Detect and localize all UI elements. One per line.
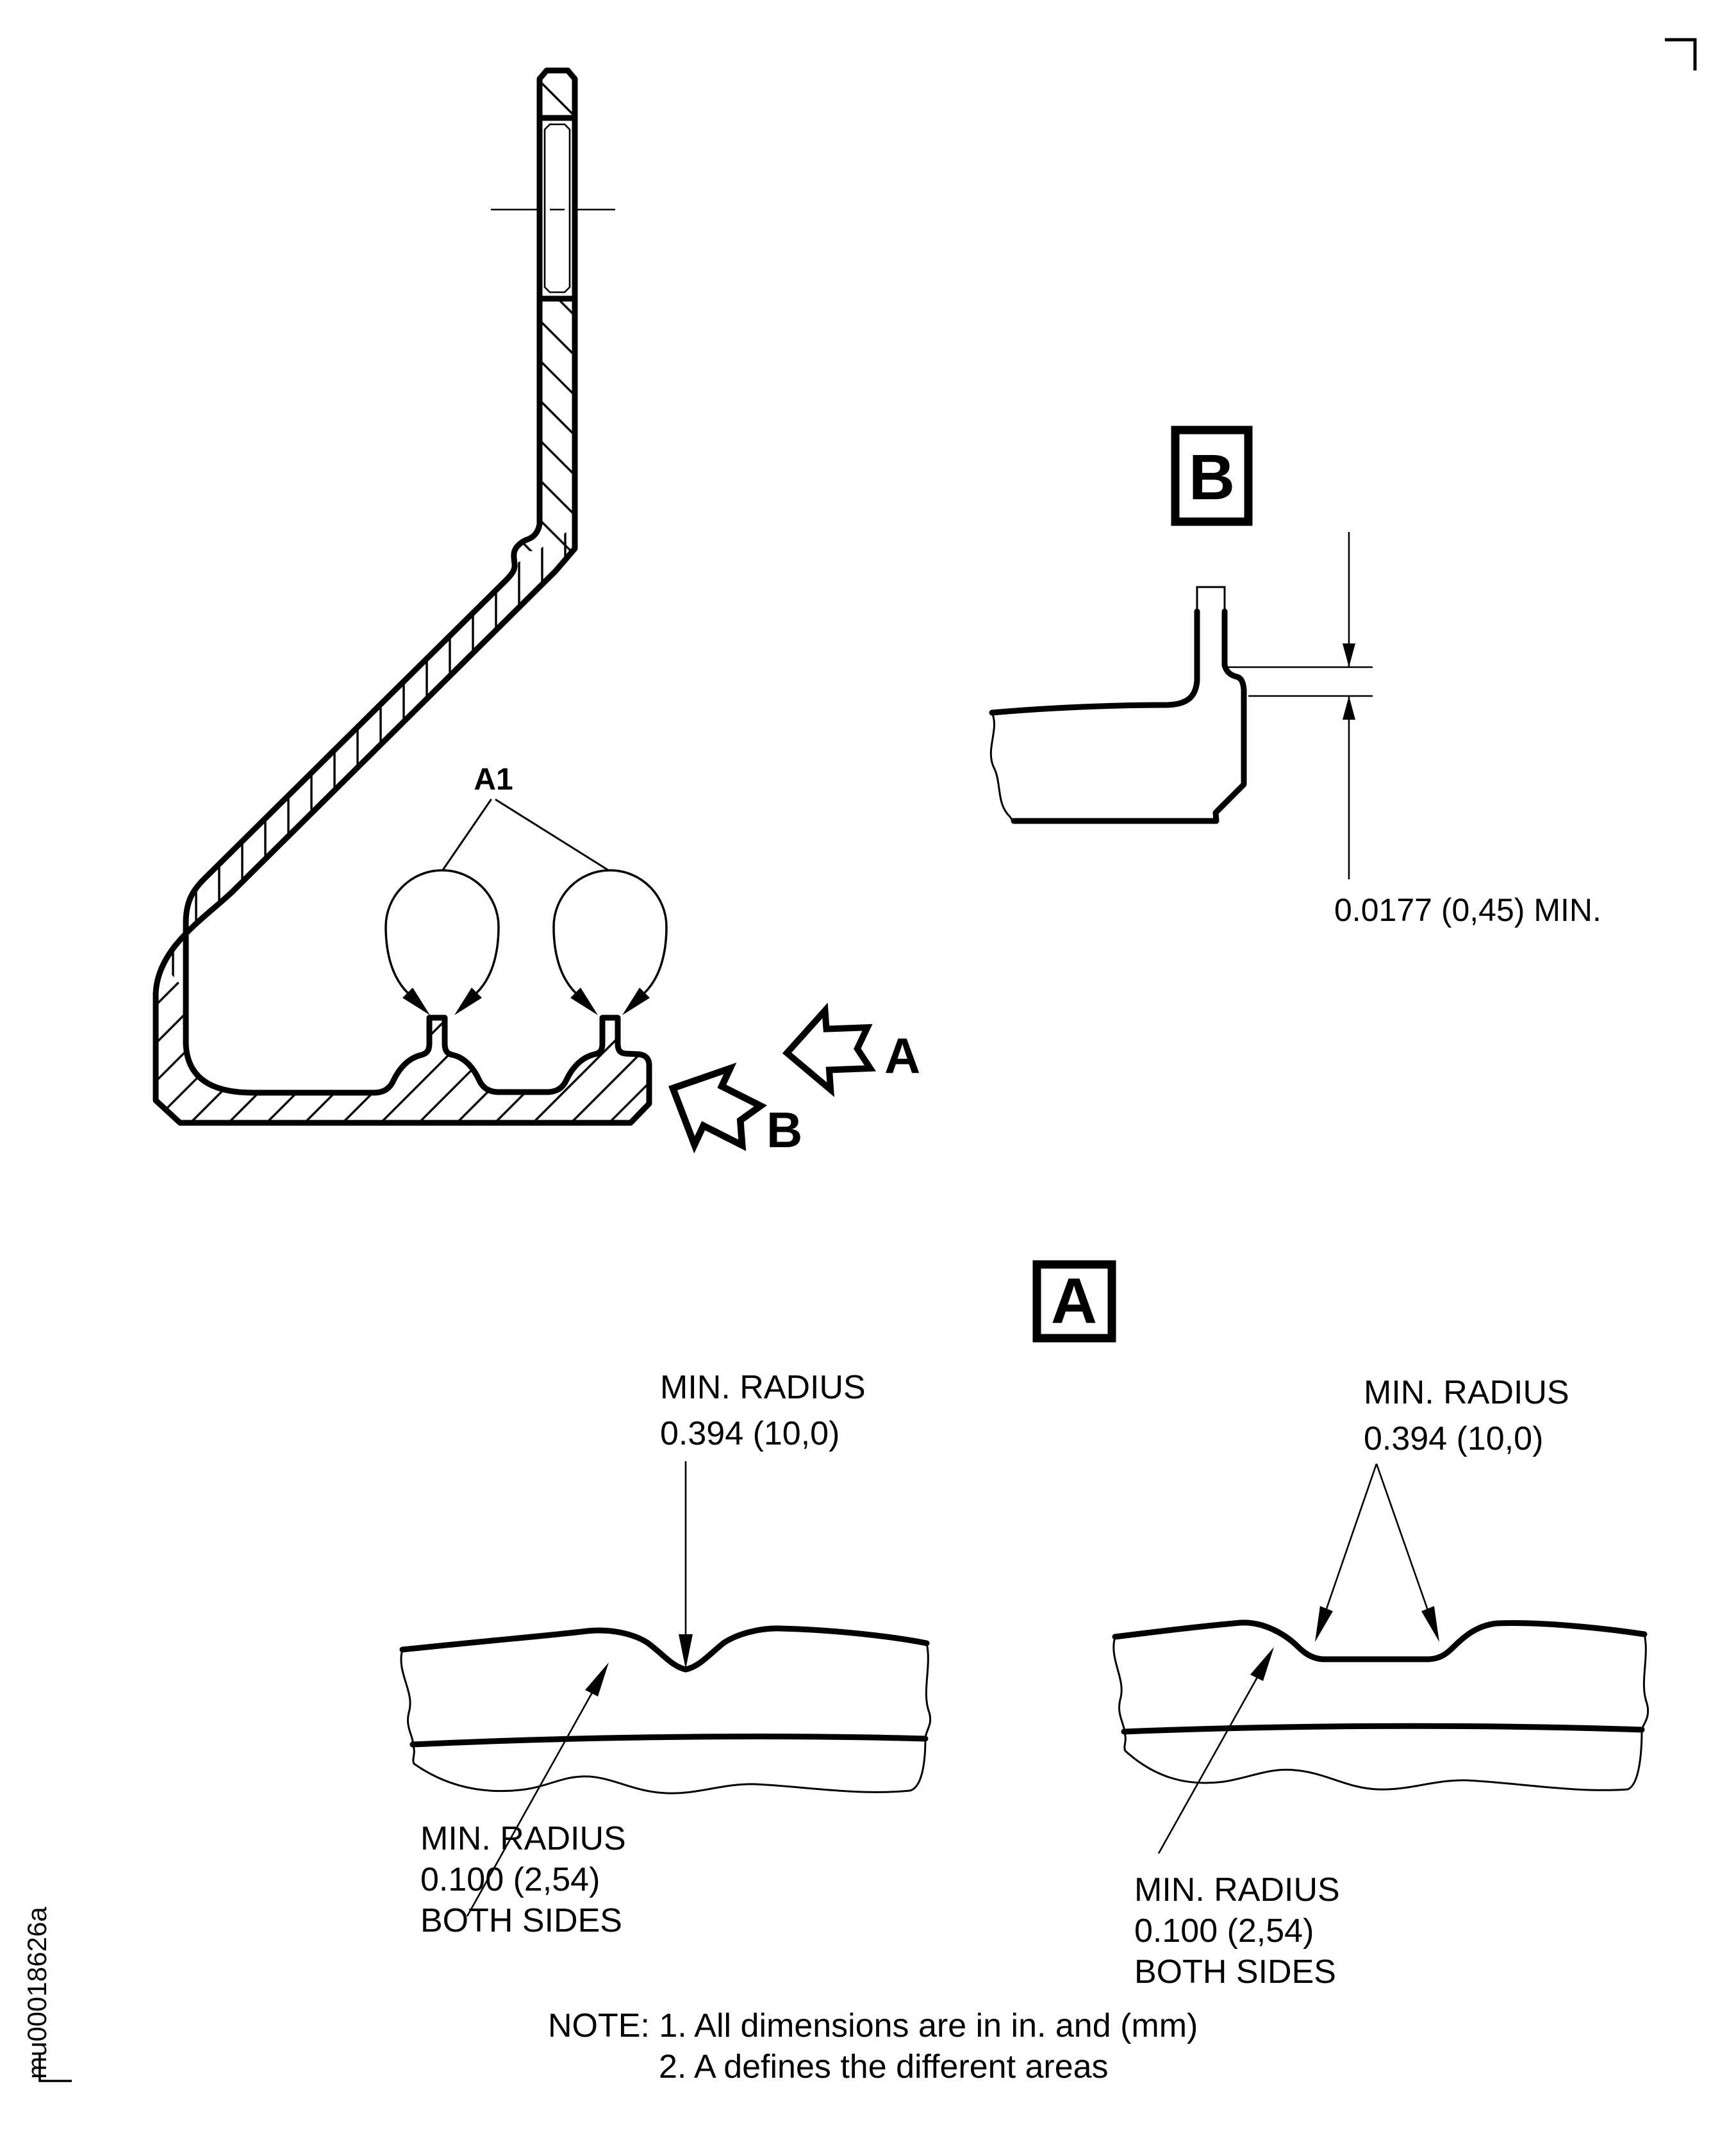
right-radius-arrowhead-right — [1421, 1606, 1439, 1642]
left-top-callout-line1: MIN. RADIUS — [660, 1369, 866, 1406]
view-arrow-a-shape — [782, 1002, 877, 1097]
a1-leader-lines — [442, 799, 609, 871]
a1-callout: A1 — [384, 763, 668, 1015]
view-arrow-b: B — [668, 1063, 802, 1158]
right-radius-arrowhead-up — [1250, 1647, 1274, 1681]
keyway-inner — [543, 123, 571, 294]
detail-b-rib-break — [1196, 586, 1226, 613]
right-bottom-callout-line3: BOTH SIDES — [1134, 1953, 1336, 1991]
left-radius-arrowhead-up — [585, 1662, 609, 1696]
right-bottom-callout-line1: MIN. RADIUS — [1134, 1871, 1340, 1909]
a1-balloon-arrowheads — [402, 988, 650, 1015]
detail-b-profile-left — [989, 608, 1200, 716]
detail-b-view: B 0.0177 (0,45) MIN. — [989, 426, 1601, 928]
a1-label: A1 — [474, 763, 513, 797]
section-outline — [153, 67, 652, 1126]
view-arrow-b-label: B — [766, 1102, 802, 1158]
note-block: NOTE: 1. All dimensions are in in. and (… — [548, 2007, 1198, 2085]
figure-id-text: mu00018626a — [22, 1907, 52, 2079]
view-arrow-a: A — [782, 1002, 920, 1097]
detail-a-left-figure: MIN. RADIUS 0.394 (10,0) MIN. RADIUS 0.1… — [399, 1369, 932, 1939]
note-line-1: NOTE: 1. All dimensions are in in. and (… — [548, 2007, 1198, 2044]
view-arrow-a-label: A — [884, 1027, 920, 1084]
left-surface-profile — [399, 1625, 930, 1673]
note-line-2: 2. A defines the different areas — [659, 2048, 1109, 2085]
left-top-callout-line2: 0.394 (10,0) — [660, 1415, 839, 1452]
right-top-callout-line1: MIN. RADIUS — [1364, 1374, 1569, 1411]
detail-b-break-edge — [989, 711, 1015, 822]
detail-b-box — [1171, 426, 1253, 526]
right-lower-surface — [1121, 1723, 1645, 1735]
keyway-slot — [540, 115, 575, 302]
detail-a-box-label: A — [1051, 1265, 1097, 1337]
left-lower-surface — [409, 1734, 929, 1748]
left-radius-arrowhead-down — [679, 1634, 693, 1669]
right-radius-arrowhead-left — [1315, 1606, 1333, 1642]
corner-mark-bottom-left — [38, 2055, 72, 2082]
left-radius-leader-up — [466, 1687, 596, 1917]
left-bottom-callout-line2: 0.100 (2,54) — [420, 1861, 600, 1898]
left-torn-line — [413, 1737, 927, 1794]
detail-b-dimension-text: 0.0177 (0,45) MIN. — [1334, 892, 1601, 928]
right-bottom-callout-line2: 0.100 (2,54) — [1134, 1912, 1314, 1950]
corner-mark-top-right — [1665, 38, 1697, 70]
a1-balloon-right — [552, 869, 668, 994]
detail-b-box-label: B — [1189, 442, 1235, 513]
a1-balloon-left — [384, 869, 500, 994]
detail-b-extension-lines — [1228, 666, 1373, 697]
right-torn-line — [1124, 1728, 1643, 1791]
left-break-edges — [400, 1642, 932, 1765]
right-top-callout-line2: 0.394 (10,0) — [1364, 1420, 1543, 1457]
right-radius-leader-v — [1324, 1463, 1430, 1614]
detail-a-right-figure: MIN. RADIUS 0.394 (10,0) MIN. RADIUS 0.1… — [1112, 1374, 1649, 1991]
section-hatch — [156, 70, 649, 1123]
left-bottom-callout-line1: MIN. RADIUS — [420, 1820, 626, 1857]
right-surface-profile — [1112, 1620, 1648, 1662]
right-radius-leader-up — [1157, 1672, 1261, 1854]
detail-a-view: A MIN. RADIUS 0.394 (10,0) MIN. RADIUS 0… — [399, 1260, 1649, 1991]
view-arrow-b-shape — [668, 1063, 768, 1154]
main-section-view: A1 A B — [153, 67, 920, 1158]
right-break-edges — [1112, 1633, 1649, 1752]
left-bottom-callout-line3: BOTH SIDES — [420, 1902, 622, 1939]
detail-a-box — [1032, 1260, 1116, 1343]
detail-b-dimension-arrows — [1343, 643, 1355, 720]
detail-b-profile-right — [1011, 608, 1247, 824]
